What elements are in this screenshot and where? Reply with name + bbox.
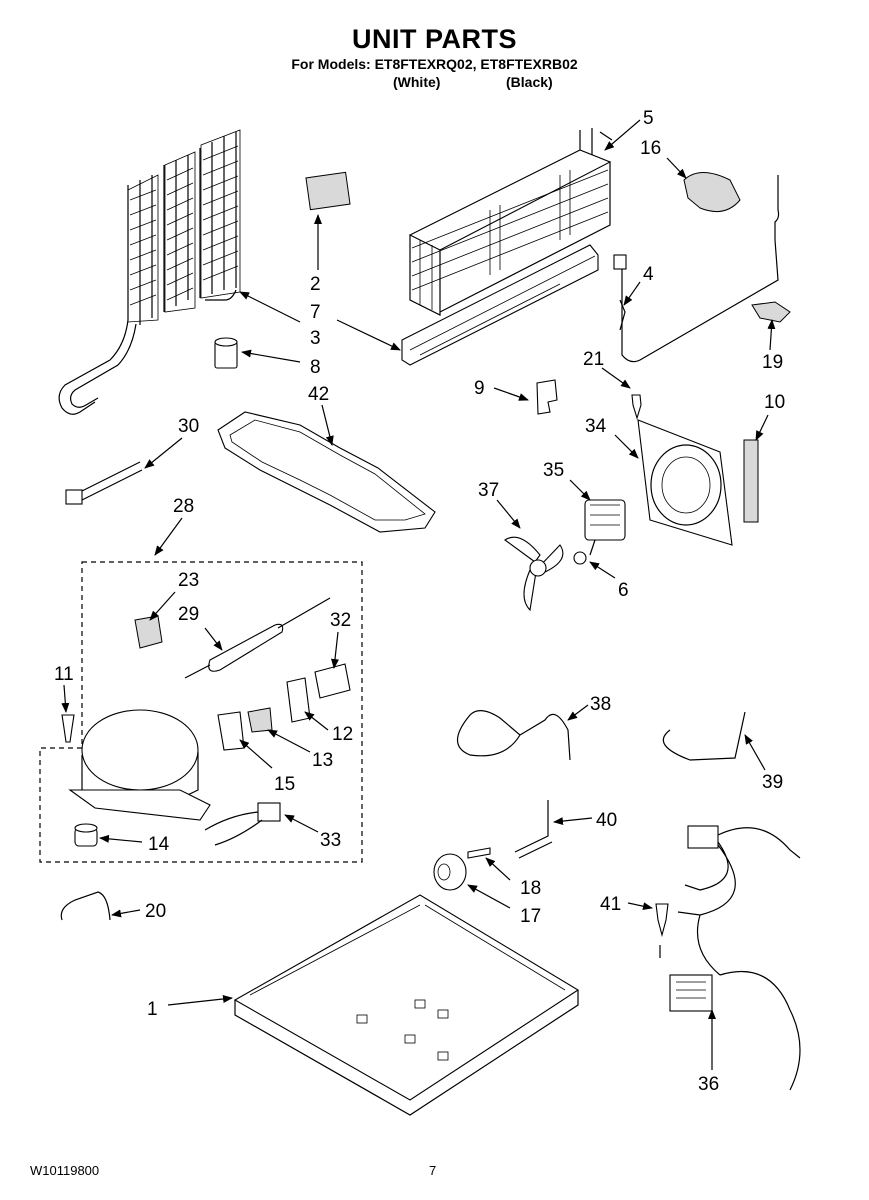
compressor xyxy=(68,709,211,821)
callout-19: 19 xyxy=(762,352,783,373)
screw-41 xyxy=(655,903,669,938)
drain-trough xyxy=(401,244,599,366)
fan-motor xyxy=(584,499,626,556)
callout-37: 37 xyxy=(478,480,499,501)
doc-number: W10119800 xyxy=(30,1163,100,1178)
callout-42: 42 xyxy=(308,384,329,405)
callout-7: 7 xyxy=(310,302,321,323)
callout-16: 16 xyxy=(640,138,661,159)
callout-10: 10 xyxy=(764,392,785,413)
wire-harness xyxy=(669,825,801,1091)
tube-40 xyxy=(514,800,553,859)
callout-28: 28 xyxy=(173,496,194,517)
callout-39: 39 xyxy=(762,772,783,793)
base-plate xyxy=(233,894,580,1116)
callout-11: 11 xyxy=(54,664,74,685)
callout-5: 5 xyxy=(643,108,654,129)
clip-13 xyxy=(247,707,273,733)
callout-30: 30 xyxy=(178,416,199,437)
callout-8: 8 xyxy=(310,357,321,378)
sensor-probe xyxy=(65,461,143,505)
callout-36: 36 xyxy=(698,1074,719,1095)
evaporator-pad xyxy=(683,172,741,213)
leader-lines xyxy=(61,119,776,1070)
filter-drier xyxy=(184,597,331,679)
callout-13: 13 xyxy=(312,750,333,771)
screw-18 xyxy=(467,847,491,859)
bolt-11 xyxy=(61,714,75,743)
variant-white: (White) xyxy=(393,74,441,90)
gasket-strip xyxy=(743,439,759,523)
callout-41: 41 xyxy=(600,894,621,915)
tube-39 xyxy=(662,711,746,761)
callout-12: 12 xyxy=(332,724,353,745)
callout-40: 40 xyxy=(596,810,617,831)
callout-6: 6 xyxy=(618,580,629,601)
variant-black: (Black) xyxy=(506,74,553,90)
callout-2: 2 xyxy=(310,274,321,295)
callout-38: 38 xyxy=(590,694,611,715)
callout-3: 3 xyxy=(310,328,321,349)
wire-clip-20 xyxy=(60,891,111,921)
page-number: 7 xyxy=(429,1163,437,1178)
callout-15: 15 xyxy=(274,774,295,795)
callout-1: 1 xyxy=(147,999,158,1020)
capacitor-32 xyxy=(314,663,351,699)
callout-32: 32 xyxy=(330,610,351,631)
callout-21: 21 xyxy=(583,349,604,370)
screw-21 xyxy=(631,394,642,420)
page-title: UNIT PARTS xyxy=(352,24,517,54)
callout-23: 23 xyxy=(178,570,199,591)
callout-14: 14 xyxy=(148,834,170,855)
relay-23 xyxy=(134,615,163,649)
callout-4: 4 xyxy=(643,264,654,285)
condenser-pad xyxy=(305,171,351,211)
overload-12 xyxy=(286,677,311,723)
callout-18: 18 xyxy=(520,878,541,899)
callout-29: 29 xyxy=(178,604,199,625)
clip-19 xyxy=(751,301,791,323)
start-device-15 xyxy=(217,711,245,751)
harness-33 xyxy=(204,802,281,846)
callout-20: 20 xyxy=(145,901,166,922)
heater-wire xyxy=(613,175,780,363)
grommet-14 xyxy=(74,823,98,847)
fan-shroud xyxy=(637,419,733,546)
clip-9 xyxy=(536,379,558,415)
foot-17 xyxy=(433,853,467,891)
tube-38 xyxy=(456,710,571,761)
condenser-coil xyxy=(58,129,241,415)
fan-blade xyxy=(504,536,564,612)
screw-6 xyxy=(573,551,587,565)
callout-34: 34 xyxy=(585,416,607,437)
drain-pan xyxy=(217,411,436,533)
callout-17: 17 xyxy=(520,906,541,927)
models-line: For Models: ET8FTEXRQ02, ET8FTEXRB02 xyxy=(291,56,578,72)
callout-9: 9 xyxy=(474,378,485,399)
evaporator xyxy=(408,128,613,316)
callout-33: 33 xyxy=(320,830,341,851)
cylinder-part xyxy=(214,337,238,369)
callout-labels: 2 3 4 5 6 7 8 9 10 11 12 13 14 15 16 17 … xyxy=(54,108,785,1095)
callout-35: 35 xyxy=(543,460,564,481)
